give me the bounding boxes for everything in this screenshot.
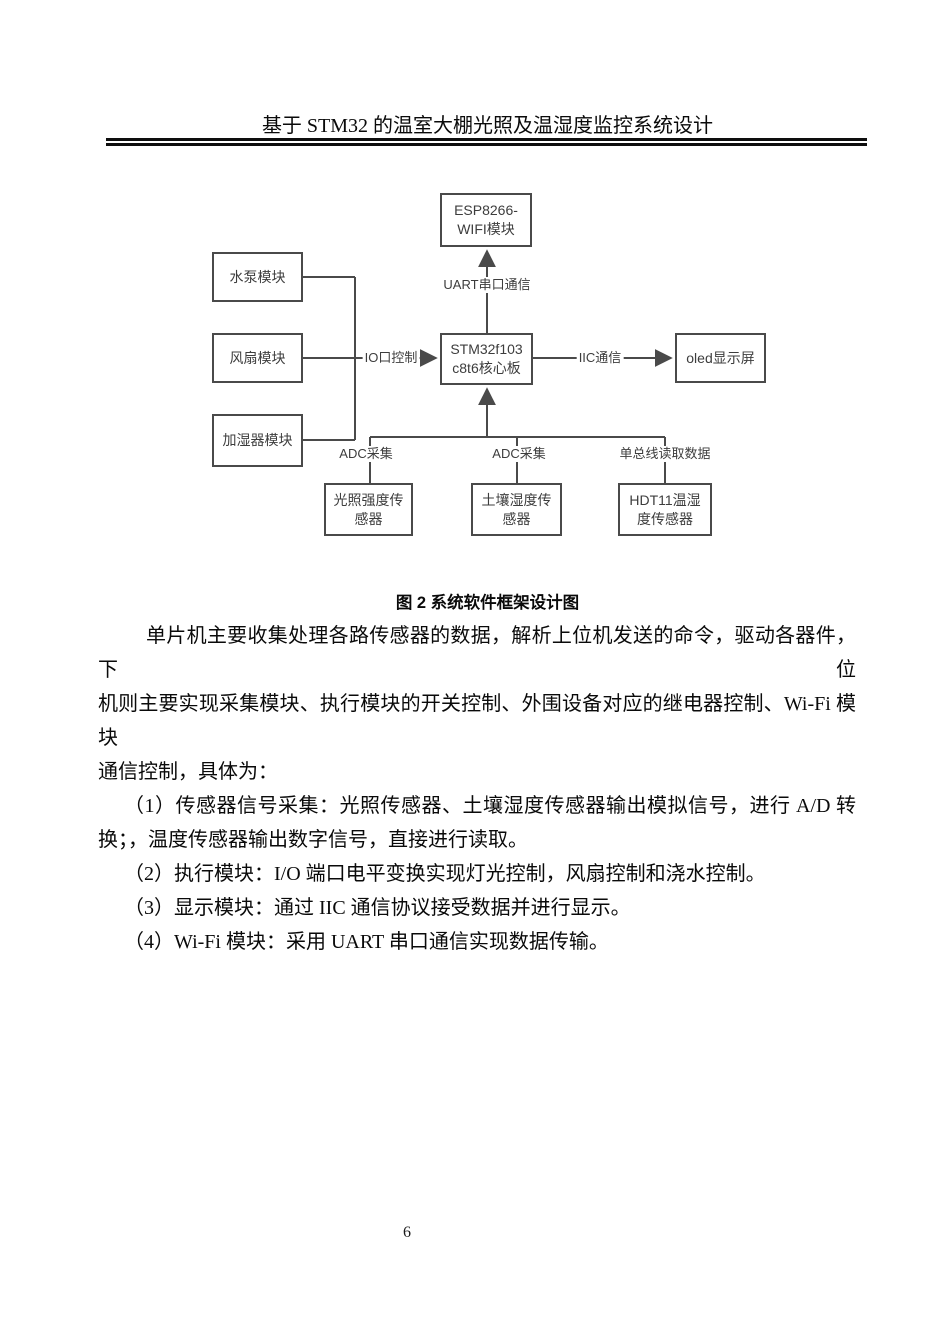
node-stm32-core-board: STM32f103 c8t6核心板 bbox=[440, 333, 533, 385]
body-line: （2）执行模块：I/O 端口电平变换实现灯光控制，风扇控制和浇水控制。 bbox=[124, 863, 766, 885]
edge-label-adc-1: ADC采集 bbox=[337, 446, 395, 462]
system-block-diagram: ESP8266- WIFI模块 水泵模块 风扇模块 加湿器模块 STM32f10… bbox=[180, 180, 800, 560]
body-line: （1）传感器信号采集：光照传感器、土壤湿度传感器输出模拟信号，进行 A/D 转 bbox=[124, 795, 856, 817]
body-line: 机则主要实现采集模块、执行模块的开关控制、外围设备对应的继电器控制、Wi-Fi … bbox=[98, 693, 856, 749]
edge-label-io-control: IO口控制 bbox=[362, 350, 420, 366]
node-dht11-temp-humidity-sensor: HDT11温湿 度传感器 bbox=[618, 483, 712, 536]
body-line: 换；，温度传感器输出数字信号，直接进行读取。 bbox=[98, 829, 528, 851]
node-oled-display: oled显示屏 bbox=[675, 333, 766, 383]
figure-caption: 图 2 系统软件框架设计图 bbox=[395, 594, 580, 612]
body-line: 单片机主要收集处理各路传感器的数据，解析上位机发送的命令，驱动各器件，下位 bbox=[98, 625, 856, 681]
header-divider bbox=[106, 138, 867, 146]
node-fan-module: 风扇模块 bbox=[212, 333, 303, 383]
body-text: 单片机主要收集处理各路传感器的数据，解析上位机发送的命令，驱动各器件，下位 机则… bbox=[98, 619, 856, 959]
node-water-pump-module: 水泵模块 bbox=[212, 252, 303, 302]
edge-label-iic: IIC通信 bbox=[576, 350, 624, 366]
node-humidifier-module: 加湿器模块 bbox=[212, 414, 303, 467]
body-line: （4）Wi-Fi 模块：采用 UART 串口通信实现数据传输。 bbox=[124, 931, 609, 953]
page-title: 基于 STM32 的温室大棚光照及温湿度监控系统设计 bbox=[261, 115, 714, 137]
edge-label-uart: UART串口通信 bbox=[441, 277, 533, 293]
body-line: （3）显示模块：通过 IIC 通信协议接受数据并进行显示。 bbox=[124, 897, 631, 919]
node-light-intensity-sensor: 光照强度传 感器 bbox=[324, 483, 413, 536]
node-esp8266-wifi-module: ESP8266- WIFI模块 bbox=[440, 193, 532, 247]
page-number: 6 bbox=[403, 1224, 411, 1241]
edge-label-onewire-read: 单总线读取数据 bbox=[617, 446, 713, 462]
body-line: 通信控制，具体为： bbox=[98, 761, 278, 783]
edge-label-adc-2: ADC采集 bbox=[490, 446, 548, 462]
node-soil-moisture-sensor: 土壤湿度传 感器 bbox=[471, 483, 562, 536]
